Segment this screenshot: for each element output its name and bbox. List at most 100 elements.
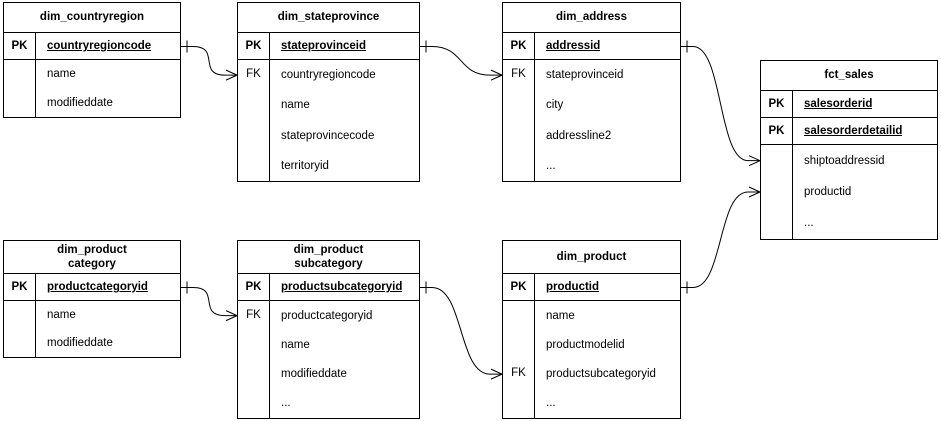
crowsfoot-lower <box>226 316 237 321</box>
attribute-column: name productmodelid productsubcategoryid..… <box>535 301 680 418</box>
entity-title: dim_address <box>503 3 680 33</box>
attribute-row[interactable]: modifieddate <box>281 368 347 381</box>
foreign-key-badge: FK <box>246 308 261 321</box>
key-badge: PK <box>761 91 793 117</box>
foreign-key-badge: FK <box>246 68 261 81</box>
attribute-row[interactable]: ... <box>546 159 556 172</box>
attribute-group: FK countryregioncode name stateprovincecode… <box>238 60 419 181</box>
attribute-row[interactable]: name <box>47 309 76 321</box>
relationship-address-to-sales <box>681 41 760 166</box>
attribute-group: shiptoaddressid productid... <box>761 145 937 239</box>
attribute-row[interactable]: name <box>281 338 310 351</box>
foreign-key-badge: FK <box>511 367 526 380</box>
crowsfoot-upper <box>749 156 760 161</box>
attribute-row[interactable]: modifieddate <box>47 96 113 109</box>
key-row[interactable]: PK productid <box>503 274 680 301</box>
attribute-row[interactable]: city <box>546 99 564 112</box>
entity-title: dim_product category <box>4 241 180 274</box>
attribute-row[interactable]: ... <box>546 397 556 410</box>
crowsfoot-upper <box>749 187 760 192</box>
attribute-row[interactable]: ... <box>804 217 814 230</box>
relationship-productcategory-to-subcategory <box>181 282 237 321</box>
key-field-name: salesorderid <box>804 98 873 110</box>
relationship-countryregion-to-stateprovince <box>181 41 237 81</box>
foreign-key-badge: FK <box>511 68 526 81</box>
attribute-group: name modifieddate <box>4 301 180 357</box>
attribute-row[interactable]: productid <box>804 185 852 198</box>
key-field-name: productsubcategoryid <box>281 281 403 293</box>
attribute-row[interactable]: productcategoryid <box>281 309 373 322</box>
key-field-name: countryregioncode <box>47 40 152 52</box>
attribute-column: countryregioncode name stateprovincecode te… <box>270 60 419 181</box>
relationship-product-to-sales <box>681 187 760 294</box>
key-field-name: productcategoryid <box>47 281 148 293</box>
key-row[interactable]: PK addressid <box>503 33 680 60</box>
attribute-row[interactable]: addressline2 <box>546 129 612 142</box>
attribute-row[interactable]: shiptoaddressid <box>804 154 885 167</box>
entity-title: fct_sales <box>761 61 937 91</box>
attribute-group: FK productcategoryid name modifieddate... <box>238 301 419 418</box>
attribute-row[interactable]: countryregioncode <box>281 69 376 82</box>
key-row[interactable]: PK stateprovinceid <box>238 33 419 60</box>
attribute-group: name modifieddate <box>4 60 180 117</box>
attribute-row[interactable]: name <box>546 309 575 322</box>
attribute-row[interactable]: stateprovincecode <box>281 129 375 142</box>
entity-title: dim_stateprovince <box>238 3 419 33</box>
attribute-key-column <box>4 301 36 357</box>
attribute-column: name modifieddate <box>36 60 180 117</box>
key-badge: PK <box>503 274 535 300</box>
relationship-line <box>420 47 502 76</box>
key-field-name: productid <box>546 281 600 293</box>
attribute-group: FK name productmodelid productsubcategoryid… <box>503 301 680 418</box>
attribute-group: FK stateprovinceid city addressline2... <box>503 60 680 181</box>
key-badge: PK <box>761 118 793 144</box>
entity-title: dim_countryregion <box>4 3 180 33</box>
crowsfoot-upper <box>226 70 237 75</box>
attribute-row[interactable]: productsubcategoryid <box>546 368 656 381</box>
attribute-column: name modifieddate <box>36 301 180 357</box>
attribute-row[interactable]: ... <box>281 397 291 410</box>
attribute-row[interactable]: stateprovinceid <box>546 69 624 82</box>
attribute-key-column: FK <box>238 301 270 418</box>
key-field-name: stateprovinceid <box>281 40 366 52</box>
key-badge: PK <box>503 33 535 59</box>
attribute-key-column: FK <box>238 60 270 181</box>
crowsfoot-lower <box>749 192 760 197</box>
relationship-line <box>681 47 760 161</box>
key-badge: PK <box>238 33 270 59</box>
attribute-row[interactable]: territoryid <box>281 159 329 172</box>
attribute-key-column: FK <box>503 60 535 181</box>
attribute-column: productcategoryid name modifieddate... <box>270 301 419 418</box>
crowsfoot-lower <box>491 75 502 80</box>
attribute-row[interactable]: productmodelid <box>546 338 625 351</box>
crowsfoot-upper <box>226 311 237 316</box>
entity-title: dim_product <box>503 241 680 274</box>
relationship-line <box>181 47 237 76</box>
attribute-row[interactable]: modifieddate <box>47 337 113 349</box>
crowsfoot-lower <box>749 161 760 166</box>
attribute-row[interactable]: name <box>47 68 76 81</box>
key-field-name: addressid <box>546 40 601 52</box>
attribute-key-column: FK <box>503 301 535 418</box>
attribute-row[interactable]: name <box>281 99 310 112</box>
key-row[interactable]: PK salesorderid <box>761 91 937 118</box>
